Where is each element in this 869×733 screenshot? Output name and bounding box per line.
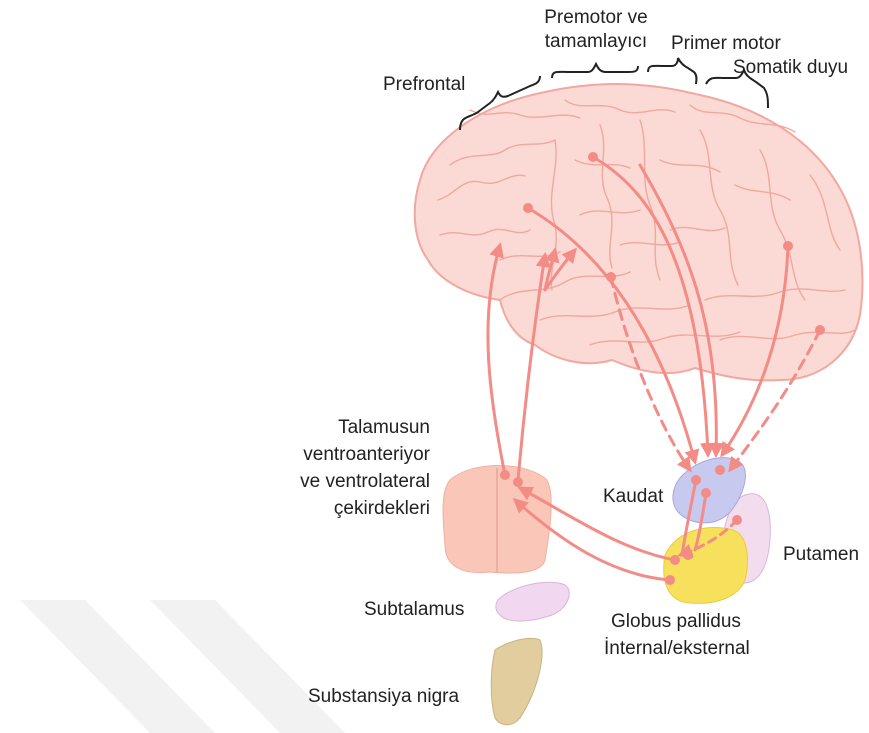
watermark-stripes (20, 600, 345, 733)
subthalamus-shape (496, 582, 569, 621)
label-talamus-line3: ve ventrolateral (250, 470, 430, 493)
label-somatik-duyu: Somatik duyu (733, 56, 848, 79)
bracket-primer-motor (648, 58, 697, 84)
label-premotor-line1: Premotor ve (536, 6, 656, 29)
brain-outline (415, 84, 863, 380)
globus-pallidus-shape (664, 528, 748, 604)
label-talamus-line4: çekirdekleri (250, 497, 430, 520)
label-prefrontal: Prefrontal (383, 73, 465, 96)
label-globus-line2: İnternal/eksternal (604, 637, 750, 660)
label-primer-motor: Primer motor (671, 32, 781, 55)
label-kaudat: Kaudat (603, 485, 663, 508)
label-putamen: Putamen (783, 543, 859, 566)
label-talamus-line2: ventroanteriyor (250, 443, 430, 466)
bracket-premotor (552, 64, 638, 78)
label-premotor-line2: tamamlayıcı (536, 30, 656, 53)
label-talamus-line1: Talamusun (250, 416, 430, 439)
cerebral-cortex (415, 84, 863, 380)
substantia-nigra-shape (491, 638, 542, 724)
label-globus-line1: Globus pallidus (611, 610, 741, 633)
label-subtalamus: Subtalamus (364, 598, 464, 621)
label-substansiya-nigra: Substansiya nigra (308, 685, 459, 708)
